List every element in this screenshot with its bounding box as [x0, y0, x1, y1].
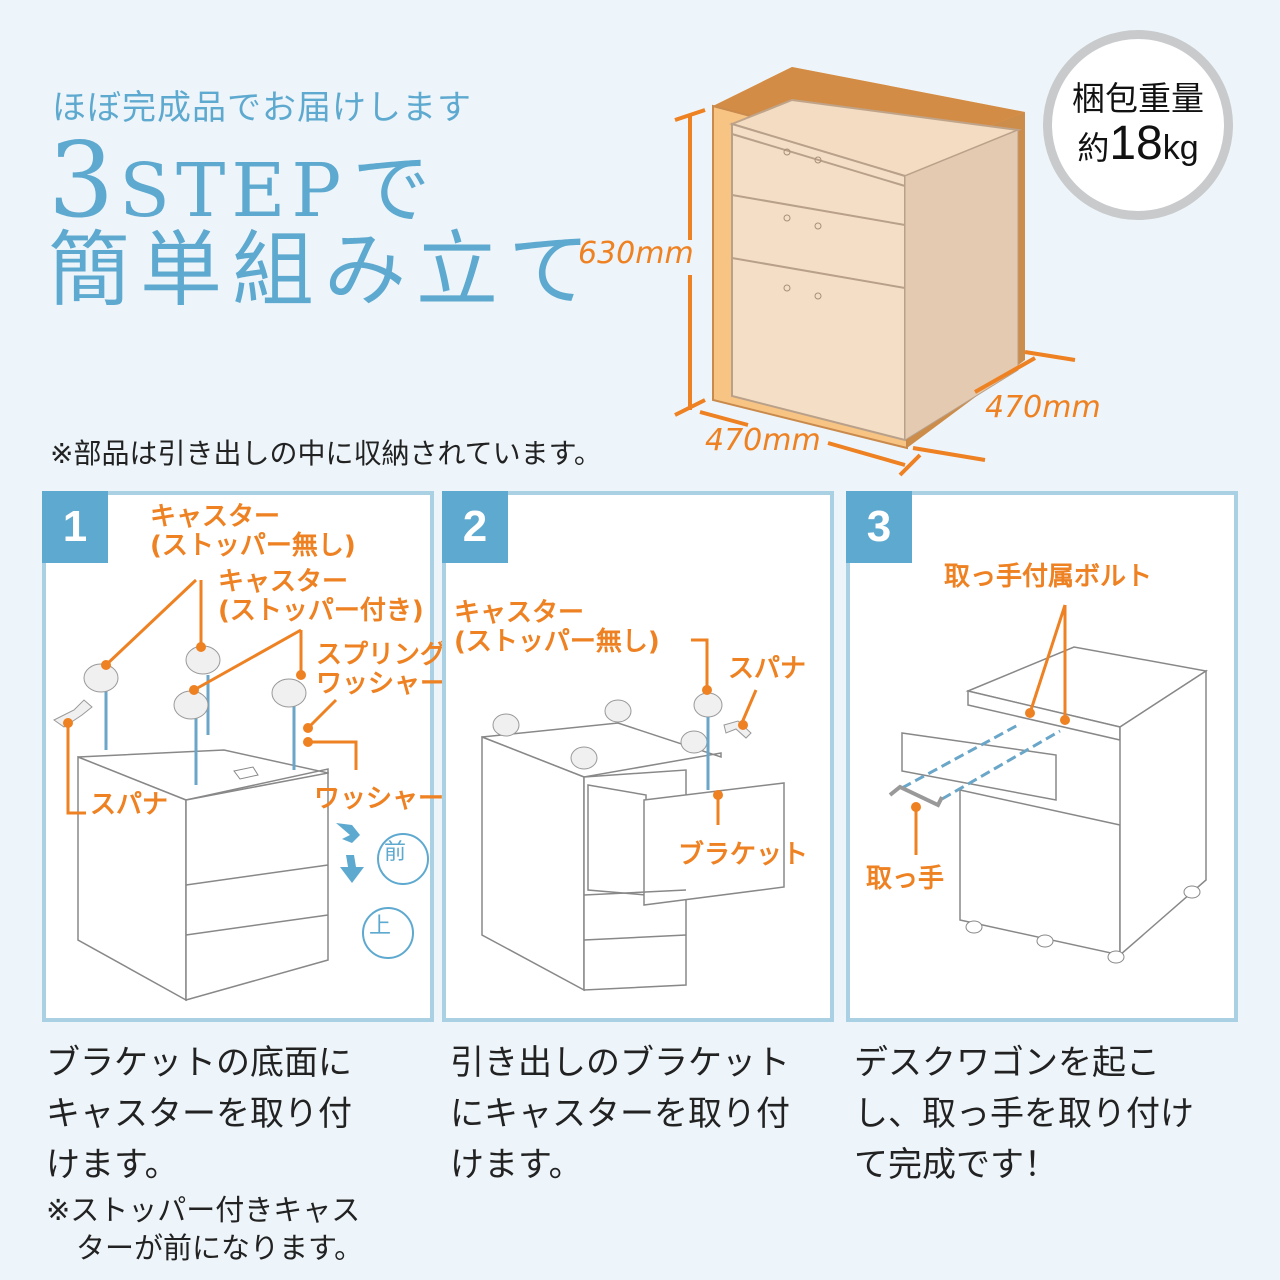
- step-panel-1: 1 キャスター(ストッパー無し) キャスター(ストッパー付き) スプリングワッシ…: [42, 491, 446, 1022]
- label-caster-with-stopper: キャスター(ストッパー付き): [218, 567, 424, 627]
- handle-attach-illustration: [888, 604, 1208, 964]
- label-spring-washer: スプリングワッシャー: [316, 640, 447, 700]
- label-handle-bolt: 取っ手付属ボルト: [944, 562, 1153, 592]
- package-box-illustration: 630mm 470mm 470mm: [570, 40, 1110, 480]
- headline-number: 3: [48, 119, 115, 241]
- headline-line2: 簡単組み立て: [48, 223, 601, 318]
- weight-title: 梱包重量: [1072, 78, 1204, 118]
- drawer-caster-illustration: [481, 638, 785, 992]
- front-mark-icon: 前: [384, 840, 407, 865]
- depth-dimension-label: 470mm: [985, 390, 1101, 425]
- step-1-description: ブラケットの底面に キャスターを取り付 けます。 ※ストッパー付きキャス ターが…: [46, 1038, 363, 1268]
- label-spanner: スパナ: [728, 654, 807, 684]
- headline-de: で: [352, 145, 431, 235]
- step-2-description: 引き出しのブラケット にキャスターを取り付 けます。: [450, 1043, 790, 1185]
- step-number-badge: 1: [42, 491, 108, 563]
- label-caster-no-stopper: キャスター(ストッパー無し): [150, 502, 356, 562]
- parts-storage-note: ※部品は引き出しの中に収納されています。: [50, 437, 602, 470]
- step-3-description: デスクワゴンを起こ し、取っ手を取り付け て完成です！: [854, 1043, 1194, 1185]
- width-dimension-label: 470mm: [705, 423, 821, 458]
- step-1-footnote: ※ストッパー付きキャス ターが前になります。: [46, 1193, 364, 1266]
- label-handle: 取っ手: [866, 864, 945, 894]
- weight-unit: kg: [1162, 129, 1199, 168]
- label-washer: ワッシャー: [314, 784, 445, 814]
- headline-line1: 3 STEP で: [48, 128, 430, 232]
- label-bracket: ブラケット: [678, 840, 809, 870]
- height-dimension-label: 630mm: [578, 236, 694, 271]
- step-number-badge: 2: [442, 491, 508, 563]
- weight-badge: 梱包重量 約18kg: [1043, 30, 1233, 220]
- caster-attach-illustration: [53, 578, 429, 1002]
- label-caster-no-stopper: キャスター(ストッパー無し): [454, 598, 660, 658]
- step-panel-3: 3 取っ手付属ボルト 取っ手: [846, 491, 1238, 1022]
- cardboard-box-icon: [674, 67, 1076, 477]
- step-panel-2: 2 キャスター(ストッパー無し) スパナ ブラケット: [442, 491, 834, 1022]
- subtitle: ほぼ完成品でお届けします: [52, 88, 472, 128]
- label-spanner: スパナ: [90, 790, 169, 820]
- weight-value: 18: [1109, 117, 1163, 171]
- top-mark-icon: 上: [369, 914, 392, 939]
- headline-step: STEP: [119, 148, 348, 234]
- step-number-badge: 3: [846, 491, 912, 563]
- weight-value-row: 約18kg: [1077, 117, 1199, 171]
- weight-prefix: 約: [1077, 129, 1110, 168]
